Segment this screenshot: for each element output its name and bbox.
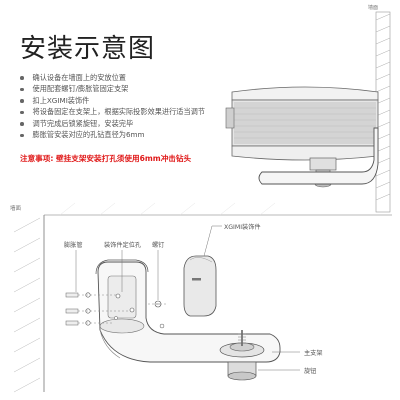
decor-part-label: XGIMI装饰件	[224, 224, 261, 231]
bullet-icon	[20, 99, 24, 103]
main-bracket-icon	[95, 259, 281, 363]
bullet-icon	[20, 122, 24, 126]
wall-bottom-icon	[10, 202, 392, 393]
projector-icon	[225, 86, 379, 161]
instruction-item: 使用配套螺钉/膨胀管固定支架	[20, 84, 205, 96]
screw-label: 螺钉	[152, 242, 165, 249]
page-title: 安装示意图	[20, 34, 156, 64]
knob-icon	[227, 361, 257, 381]
guide-lines	[78, 294, 168, 324]
bullet-icon	[20, 87, 24, 91]
bullet-icon	[20, 133, 24, 137]
instruction-item: 扣上XGIMI装饰件	[20, 95, 205, 107]
warning-note: 注意事项: 壁挂支架安装打孔须使用6mm冲击钻头	[20, 154, 192, 163]
bullet-icon	[20, 110, 24, 114]
decor-hole-label: 装饰件定位孔	[104, 242, 142, 249]
instruction-item: 调节完成后锁紧旋钮，安装完毕	[20, 118, 205, 130]
instruction-item: 将设备固定在支架上，根据实际投影效果进行适当调节	[20, 107, 205, 119]
instruction-item: 确认设备在墙面上的安放位置	[20, 72, 205, 84]
instruction-list: 确认设备在墙面上的安放位置 使用配套螺钉/膨胀管固定支架 扣上XGIMI装饰件 …	[20, 72, 205, 141]
leader-lines	[75, 225, 300, 371]
wall-top-label: 墙面	[368, 5, 379, 11]
wall-bottom-label: 墙面	[10, 206, 22, 212]
xgimi-decor-icon	[183, 255, 217, 317]
bullet-icon	[20, 76, 24, 80]
wall-top-icon	[375, 11, 391, 213]
instruction-item: 膨胀管安装对应的孔钻直径为6mm	[20, 130, 205, 142]
anchor-label: 膨胀管	[64, 242, 83, 249]
knob-label: 旋钮	[304, 368, 317, 375]
anchor-icon	[65, 292, 79, 326]
bracket-side-icon	[258, 127, 379, 185]
main-bracket-label: 主支架	[304, 350, 323, 357]
